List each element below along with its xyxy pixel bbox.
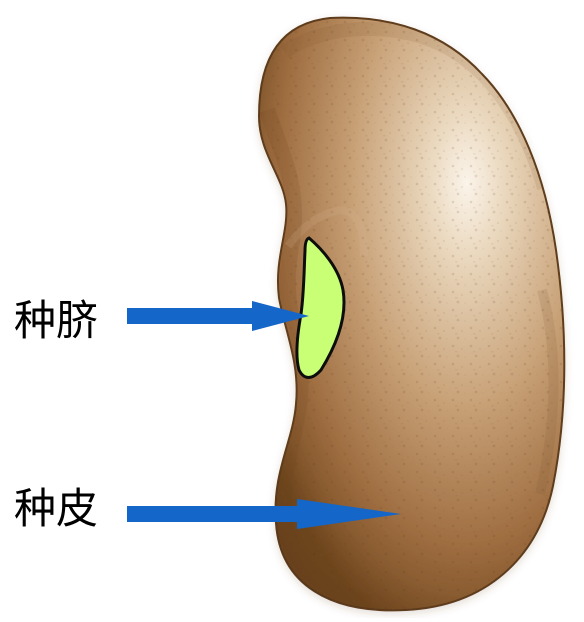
hilum-arrow-icon — [127, 301, 309, 331]
seed-coat-arrow-icon — [127, 499, 401, 529]
